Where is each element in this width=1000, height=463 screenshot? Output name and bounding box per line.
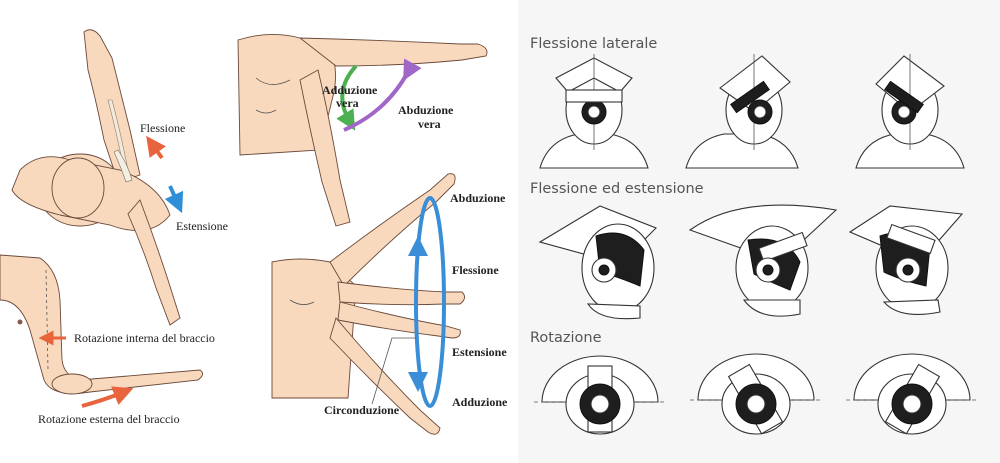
head-rotation-2 bbox=[690, 353, 822, 435]
label-circ-estensione: Estensione bbox=[452, 345, 507, 359]
panel-flessione-estensione: Flessione Estensione bbox=[11, 29, 228, 326]
head-lateral-flexion-1 bbox=[539, 54, 649, 169]
label-flessione: Flessione bbox=[140, 121, 185, 135]
section-title-flessione-laterale: Flessione laterale bbox=[530, 36, 657, 52]
section-title-rotazione: Rotazione bbox=[530, 330, 602, 346]
label-adduzione-vera-2: vera bbox=[336, 96, 359, 110]
head-lateral-flexion-2 bbox=[685, 54, 799, 169]
head-flex-ext-3 bbox=[848, 205, 964, 315]
label-rotazione-esterna: Rotazione esterna del braccio bbox=[38, 412, 180, 426]
label-circ-flessione: Flessione bbox=[452, 263, 499, 277]
label-estensione: Estensione bbox=[176, 219, 228, 233]
head-lateral-flexion-3 bbox=[855, 54, 965, 169]
label-adduzione-vera-1: Adduzione bbox=[322, 83, 378, 97]
label-rotazione-interna: Rotazione interna del braccio bbox=[74, 331, 215, 345]
head-flex-ext-2 bbox=[688, 204, 838, 317]
panel-rotazione-braccio: Rotazione interna del braccio Rotazione … bbox=[0, 254, 215, 426]
section-title-flessione-estensione: Flessione ed estensione bbox=[530, 181, 704, 197]
label-abduzione-vera-2: vera bbox=[418, 117, 441, 131]
head-rotation-1 bbox=[534, 355, 666, 435]
head-flex-ext-1 bbox=[538, 205, 657, 320]
label-circ-adduzione: Adduzione bbox=[452, 395, 508, 409]
panel-adduzione-abduzione-vera: Adduzione vera Abduzione vera bbox=[237, 34, 488, 227]
label-circ-abduzione: Abduzione bbox=[450, 191, 506, 205]
head-rotation-3 bbox=[846, 353, 978, 435]
panel-circonduzione: Abduzione Flessione Estensione Adduzione… bbox=[271, 173, 508, 435]
label-circonduzione: Circonduzione bbox=[324, 403, 400, 417]
label-abduzione-vera-1: Abduzione bbox=[398, 103, 454, 117]
